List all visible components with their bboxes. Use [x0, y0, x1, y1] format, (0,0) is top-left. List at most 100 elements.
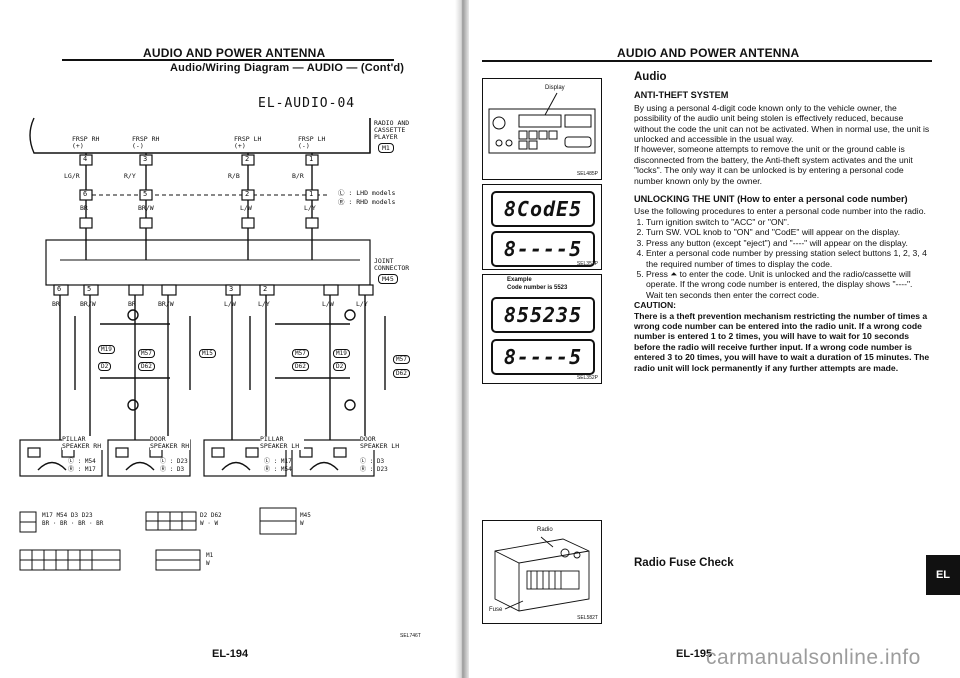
terminal-label-3: FRSP LH (+): [234, 135, 262, 150]
fig2-code: SEL351P: [576, 261, 598, 267]
sub-terminal-num-4: 1: [309, 190, 314, 198]
audio-text-column: Audio ANTI-THEFT SYSTEM By using a perso…: [634, 71, 930, 373]
anti-theft-body: By using a personal 4-digit code known o…: [634, 102, 930, 145]
diagram-code: EL-AUDIO-04: [258, 96, 356, 111]
lcd-dashes: 8----5: [491, 231, 595, 267]
lcd-example-dashes: 8----5: [491, 339, 595, 375]
radio-label: RADIO AND CASSETTE PLAYER: [374, 119, 410, 141]
caution-title: CAUTION:: [634, 300, 677, 311]
right-connector-2: M19: [333, 349, 350, 358]
sub-wire-color-2: BR/W: [138, 204, 154, 212]
wire-color-1: LG/R: [64, 172, 80, 180]
right-pillar-refs: Ⓛ : M17 Ⓡ : M54: [264, 458, 292, 473]
step-5: Press ⏶ to enter the code. Unit is unloc…: [646, 269, 930, 300]
right-connector-3: M57: [393, 355, 410, 364]
anti-theft-body-2: If however, someone attempts to remove t…: [634, 144, 913, 186]
joint-terminal-1: 6: [57, 285, 62, 293]
example-subtitle: Code number is 5523: [507, 285, 568, 291]
left-page-number: EL-194: [212, 648, 249, 660]
left-wire-1: BR: [52, 300, 60, 308]
sub-wire-color-3: L/W: [240, 204, 252, 212]
wire-color-2: R/Y: [124, 172, 136, 180]
radio-label: Radio: [537, 527, 553, 533]
terminal-label-2: FRSP RH (-): [132, 135, 160, 150]
terminal-num-3: 2: [245, 155, 250, 163]
fig3-code: SEL352P: [576, 375, 598, 381]
joint-connector-ref: M45: [378, 274, 398, 284]
left-page-header: AUDIO AND POWER ANTENNA: [143, 46, 326, 60]
left-wire-2: BR/W: [80, 300, 96, 308]
joint-terminal-2: 5: [87, 285, 92, 293]
fig-radio-fuse: Radio Fuse SEL582T: [482, 520, 602, 624]
fig1-code: SEL485P: [576, 171, 598, 177]
left-door-speaker-label: DOOR SPEAKER RH: [150, 435, 190, 450]
left-connector-1: M19: [98, 345, 115, 354]
unlocking-steps: Turn ignition switch to "ACC" or "ON". T…: [646, 217, 930, 300]
bottom-ref-group-1: M17 M54 D3 D23 BR · BR · BR · BR: [42, 512, 104, 527]
right-header-rule: [482, 60, 932, 62]
left-fig-code: SEL746T: [400, 633, 421, 639]
display-label: Display: [545, 85, 565, 91]
terminal-num-4: 1: [309, 155, 314, 163]
radio-fuse-check-title: Radio Fuse Check: [634, 557, 734, 569]
left-connector-3: M15: [199, 349, 216, 358]
watermark-text: carmanualsonline.info: [706, 646, 921, 669]
lcd-example-code: 855235: [491, 297, 595, 333]
fig-radio-display: Display SEL485P: [482, 78, 602, 180]
step-3: Press any button (except "eject") and "-…: [646, 238, 930, 248]
left-pillar-refs: Ⓛ : M54 Ⓡ : M17: [68, 458, 96, 473]
right-ref-1: D62: [292, 362, 309, 371]
radio-unit-illustration: [488, 92, 596, 154]
right-wire-3: L/W: [322, 300, 334, 308]
wiring-diagram: [19, 117, 386, 571]
section-title-audio: Audio: [634, 71, 667, 83]
sub-wire-color-4: L/Y: [304, 204, 316, 212]
unlocking-title: UNLOCKING THE UNIT (How to enter a perso…: [634, 194, 908, 205]
radio-fuse-illustration: [494, 536, 590, 612]
left-ref-2: D62: [138, 362, 155, 371]
legend-rhd: Ⓡ : RHD models: [338, 198, 396, 206]
unlocking-intro: Use the following procedures to enter a …: [634, 206, 926, 217]
sub-terminal-num-2: 5: [143, 190, 148, 198]
terminal-num-2: 3: [143, 155, 148, 163]
radio-ref: M1: [378, 143, 394, 153]
left-pillar-speaker-label: PILLAR SPEAKER RH: [62, 436, 106, 450]
step-1: Turn ignition switch to "ACC" or "ON".: [646, 217, 930, 227]
terminal-label-1: FRSP RH (+): [72, 135, 100, 150]
step-4: Enter a personal code number by pressing…: [646, 248, 930, 269]
joint-terminal-3: 3: [229, 285, 234, 293]
header-rule: [62, 59, 394, 61]
fig-code-display: 8CodE5 8----5 SEL351P: [482, 184, 602, 270]
right-ref-3: D62: [393, 369, 410, 378]
legend-lhd: Ⓛ : LHD models: [338, 189, 396, 197]
terminal-num-1: 4: [83, 155, 88, 163]
left-page: AUDIO AND POWER ANTENNA Audio/Wiring Dia…: [0, 0, 462, 678]
caution-body: There is a theft prevention mechanism re…: [634, 310, 930, 373]
sub-terminal-num-1: 6: [83, 190, 88, 198]
right-pillar-speaker-label: PILLAR SPEAKER LH: [260, 436, 304, 450]
left-wire-4: BR/W: [158, 300, 174, 308]
step-2: Turn SW. VOL knob to "ON" and "CodE" wil…: [646, 227, 930, 237]
example-title: Example: [507, 277, 532, 283]
right-wire-4: L/Y: [356, 300, 368, 308]
sub-terminal-num-3: 2: [245, 190, 250, 198]
fig4-code: SEL582T: [577, 615, 598, 621]
legend: Ⓛ : LHD models Ⓡ : RHD models: [338, 189, 395, 207]
left-page-subheader: Audio/Wiring Diagram — AUDIO — (Cont'd): [170, 62, 405, 74]
right-door-speaker-label: DOOR SPEAKER LH: [360, 435, 400, 450]
wire-color-4: B/R: [292, 172, 304, 180]
book-spine: [455, 0, 469, 678]
right-connector-1: M57: [292, 349, 309, 358]
wire-color-3: R/B: [228, 172, 240, 180]
joint-connector-label: JOINT CONNECTOR: [374, 257, 410, 272]
sub-wire-color-1: BR: [80, 204, 88, 212]
lcd-code-prompt: 8CodE5: [491, 191, 595, 227]
left-ref-1: D2: [98, 362, 112, 371]
right-wire-1: L/W: [224, 300, 236, 308]
terminal-label-4: FRSP LH (-): [298, 135, 326, 150]
anti-theft-title: ANTI-THEFT SYSTEM: [634, 90, 729, 101]
bottom-ref-group-2: D2 D62 W · W: [200, 512, 222, 527]
fig-code-example: Example Code number is 5523 855235 8----…: [482, 274, 602, 384]
right-wire-2: L/Y: [258, 300, 270, 308]
right-door-refs: Ⓛ : D3 Ⓡ : D23: [360, 458, 388, 473]
